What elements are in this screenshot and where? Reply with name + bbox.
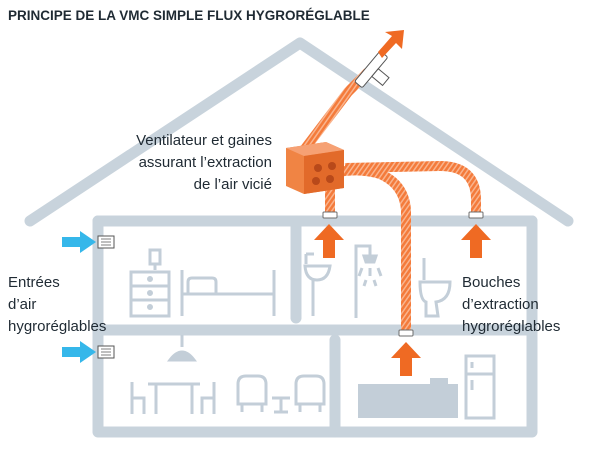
inlet-arrows <box>62 231 115 363</box>
sink <box>303 252 332 316</box>
furniture <box>129 244 496 420</box>
extraction-arrow-icon <box>314 224 344 258</box>
fan-label-line-3: de l’air vicié <box>194 176 272 193</box>
inlets-label-line-1: Entrées <box>8 274 60 291</box>
house-outline <box>24 37 574 438</box>
fridge <box>464 354 496 420</box>
extraction-arrow-icon <box>391 342 421 376</box>
toilet <box>418 258 452 318</box>
chair-left <box>130 382 146 414</box>
extraction-arrows <box>314 224 491 376</box>
extraction-arrow-icon <box>461 224 491 258</box>
fan-label: Ventilateur et gaines assurant l’extract… <box>136 132 272 193</box>
dresser <box>129 270 171 318</box>
inlet-arrow-icon <box>62 341 115 363</box>
inlets-label-line-2: d’air <box>8 296 36 313</box>
fan-label-line-2: assurant l’extraction <box>139 154 272 171</box>
inlets-label: Entrées d’air hygroréglables <box>8 274 106 335</box>
outlets-label-line-3: hygroréglables <box>462 318 560 335</box>
pendant-lamp <box>166 335 198 362</box>
kitchen-counter <box>358 378 458 418</box>
outlets-label-line-1: Bouches <box>462 274 520 291</box>
duct-caps <box>322 211 484 337</box>
roof-line <box>24 37 574 227</box>
dining-table <box>148 382 200 414</box>
lamp <box>148 248 162 266</box>
chair-right <box>200 382 216 414</box>
side-table <box>272 396 290 414</box>
inlet-arrow-icon <box>62 231 115 253</box>
roof-exhaust-arrow-icon <box>378 30 404 58</box>
inlets-label-line-3: hygroréglables <box>8 318 106 335</box>
bed <box>180 270 276 316</box>
duct-to-right-room <box>344 161 481 212</box>
duct-to-kitchen <box>337 165 411 330</box>
shower <box>354 244 372 318</box>
fan-label-line-1: Ventilateur et gaines <box>136 132 272 149</box>
outlets-label: Bouches d’extraction hygroréglables <box>462 274 560 335</box>
armchair-left <box>236 374 268 412</box>
diagram-title: PRINCIPE DE LA VMC SIMPLE FLUX HYGRORÉGL… <box>8 8 370 23</box>
fan-box-icon <box>286 142 344 194</box>
outlets-label-line-2: d’extraction <box>462 296 539 313</box>
armchair-right <box>294 374 326 412</box>
